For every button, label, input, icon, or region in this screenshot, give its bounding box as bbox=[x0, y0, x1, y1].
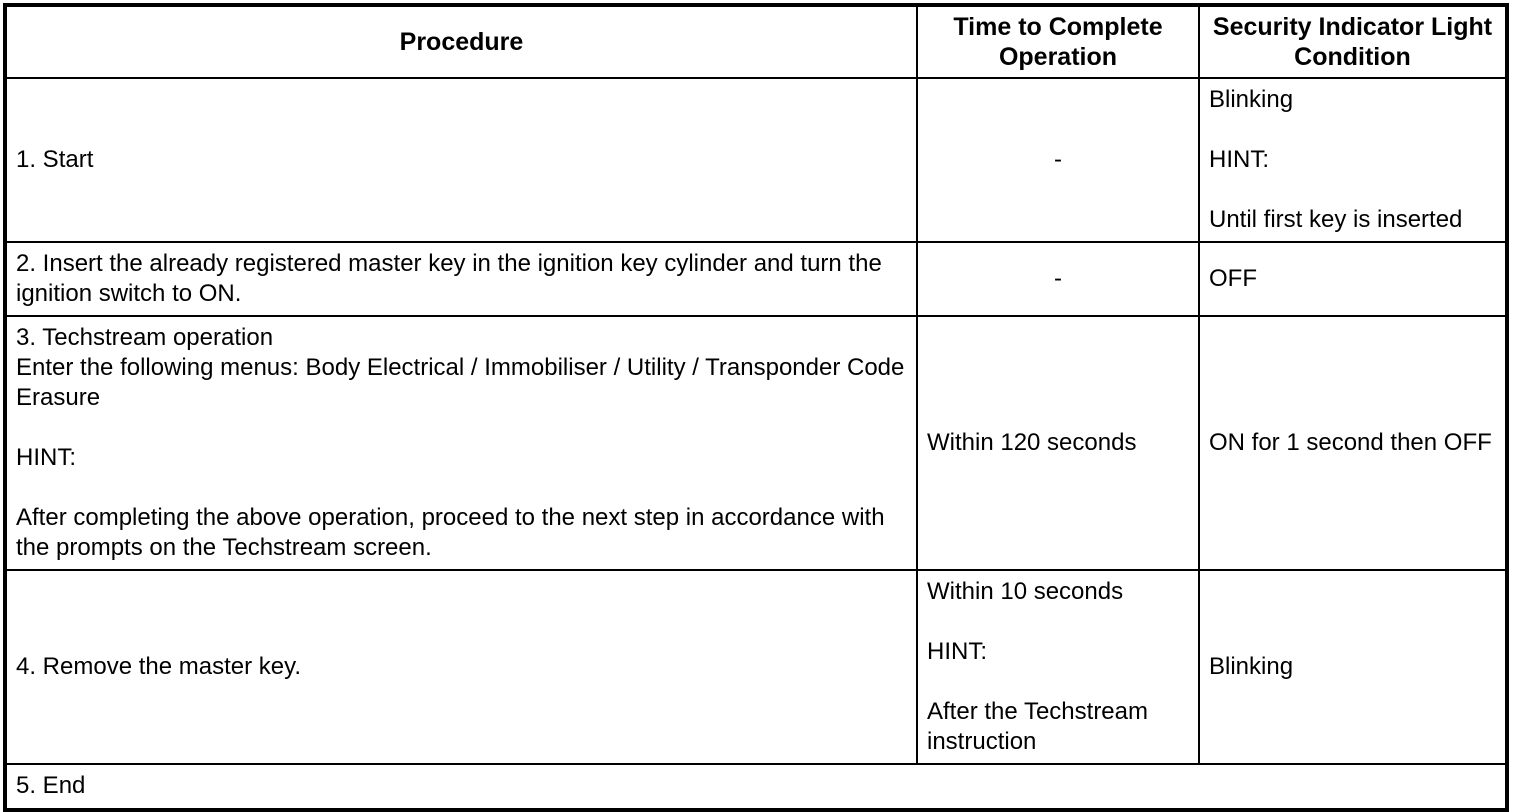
table-row: 5. End bbox=[4, 763, 1508, 811]
row-4-time-hint-text: After the Techstream instruction bbox=[927, 698, 1148, 755]
row-1-light-line-1: Blinking bbox=[1209, 86, 1294, 113]
table-row: 3. Techstream operation Enter the follow… bbox=[4, 315, 1508, 571]
row-3-time-cell: Within 120 seconds bbox=[916, 315, 1200, 571]
row-2-light-text: OFF bbox=[1209, 265, 1257, 292]
column-header-light-line1: Security Indicator Light bbox=[1212, 13, 1493, 41]
row-2-procedure-text: 2. Insert the already registered master … bbox=[16, 250, 882, 307]
row-2-time-text: - bbox=[1054, 265, 1062, 292]
row-4-time-cell: Within 10 seconds HINT: After the Techst… bbox=[916, 569, 1200, 765]
row-4-light-cell: Blinking bbox=[1198, 569, 1508, 765]
header-row: Procedure Time to Complete Operation Sec… bbox=[4, 4, 1508, 79]
row-3-procedure-hint-label: HINT: bbox=[16, 444, 76, 471]
row-4-light-text: Blinking bbox=[1209, 653, 1294, 680]
row-3-procedure-hint-text: After completing the above operation, pr… bbox=[16, 504, 885, 561]
row-3-light-cell: ON for 1 second then OFF bbox=[1198, 315, 1508, 571]
row-1-light-hint-label: HINT: bbox=[1209, 146, 1269, 173]
row-4-time-text-block: Within 10 seconds HINT: After the Techst… bbox=[918, 571, 1198, 763]
row-1-time-text: - bbox=[1054, 146, 1062, 173]
row-1-light-cell: Blinking HINT: Until first key is insert… bbox=[1198, 77, 1508, 243]
row-2-time-cell: - bbox=[916, 241, 1200, 317]
column-header-time-line2: Operation bbox=[998, 43, 1118, 71]
table-body: 1. Start - Blinking HINT: Until first ke… bbox=[4, 77, 1508, 811]
column-header-time-to-complete-operation: Time to Complete Operation bbox=[916, 4, 1200, 79]
table-row: 4. Remove the master key. Within 10 seco… bbox=[4, 569, 1508, 765]
row-3-time-text: Within 120 seconds bbox=[927, 429, 1137, 456]
row-1-light-text-block: Blinking HINT: Until first key is insert… bbox=[1200, 79, 1505, 241]
row-5-end-text: 5. End bbox=[16, 771, 86, 799]
row-1-procedure-text: 1. Start bbox=[16, 146, 94, 173]
key-registration-procedure-table: Procedure Time to Complete Operation Sec… bbox=[3, 3, 1509, 812]
table-row: 1. Start - Blinking HINT: Until first ke… bbox=[4, 77, 1508, 243]
column-header-security-indicator-light-condition: Security Indicator Light Condition bbox=[1198, 4, 1508, 79]
row-2-light-cell: OFF bbox=[1198, 241, 1508, 317]
row-5-end-cell: 5. End bbox=[4, 763, 1508, 811]
column-header-procedure: Procedure bbox=[4, 4, 918, 79]
row-3-procedure-cell: 3. Techstream operation Enter the follow… bbox=[4, 315, 918, 571]
procedure-table-page: Procedure Time to Complete Operation Sec… bbox=[0, 3, 1520, 812]
column-header-time-line1: Time to Complete bbox=[953, 13, 1163, 41]
row-4-time-hint-label: HINT: bbox=[927, 638, 987, 665]
table-header: Procedure Time to Complete Operation Sec… bbox=[4, 4, 1508, 79]
row-3-light-text: ON for 1 second then OFF bbox=[1209, 429, 1492, 456]
row-4-time-line-1: Within 10 seconds bbox=[927, 578, 1124, 605]
row-1-procedure-cell: 1. Start bbox=[4, 77, 918, 243]
row-3-procedure-step-text: 3. Techstream operation Enter the follow… bbox=[16, 324, 905, 411]
row-1-light-hint-text: Until first key is inserted bbox=[1209, 206, 1463, 233]
row-4-procedure-text: 4. Remove the master key. bbox=[16, 653, 301, 680]
row-1-time-cell: - bbox=[916, 77, 1200, 243]
row-2-procedure-cell: 2. Insert the already registered master … bbox=[4, 241, 918, 317]
row-3-procedure-text-block: 3. Techstream operation Enter the follow… bbox=[7, 317, 916, 569]
column-header-light-line2: Condition bbox=[1294, 43, 1411, 71]
row-4-procedure-cell: 4. Remove the master key. bbox=[4, 569, 918, 765]
column-header-procedure-label: Procedure bbox=[399, 28, 524, 56]
table-row: 2. Insert the already registered master … bbox=[4, 241, 1508, 317]
